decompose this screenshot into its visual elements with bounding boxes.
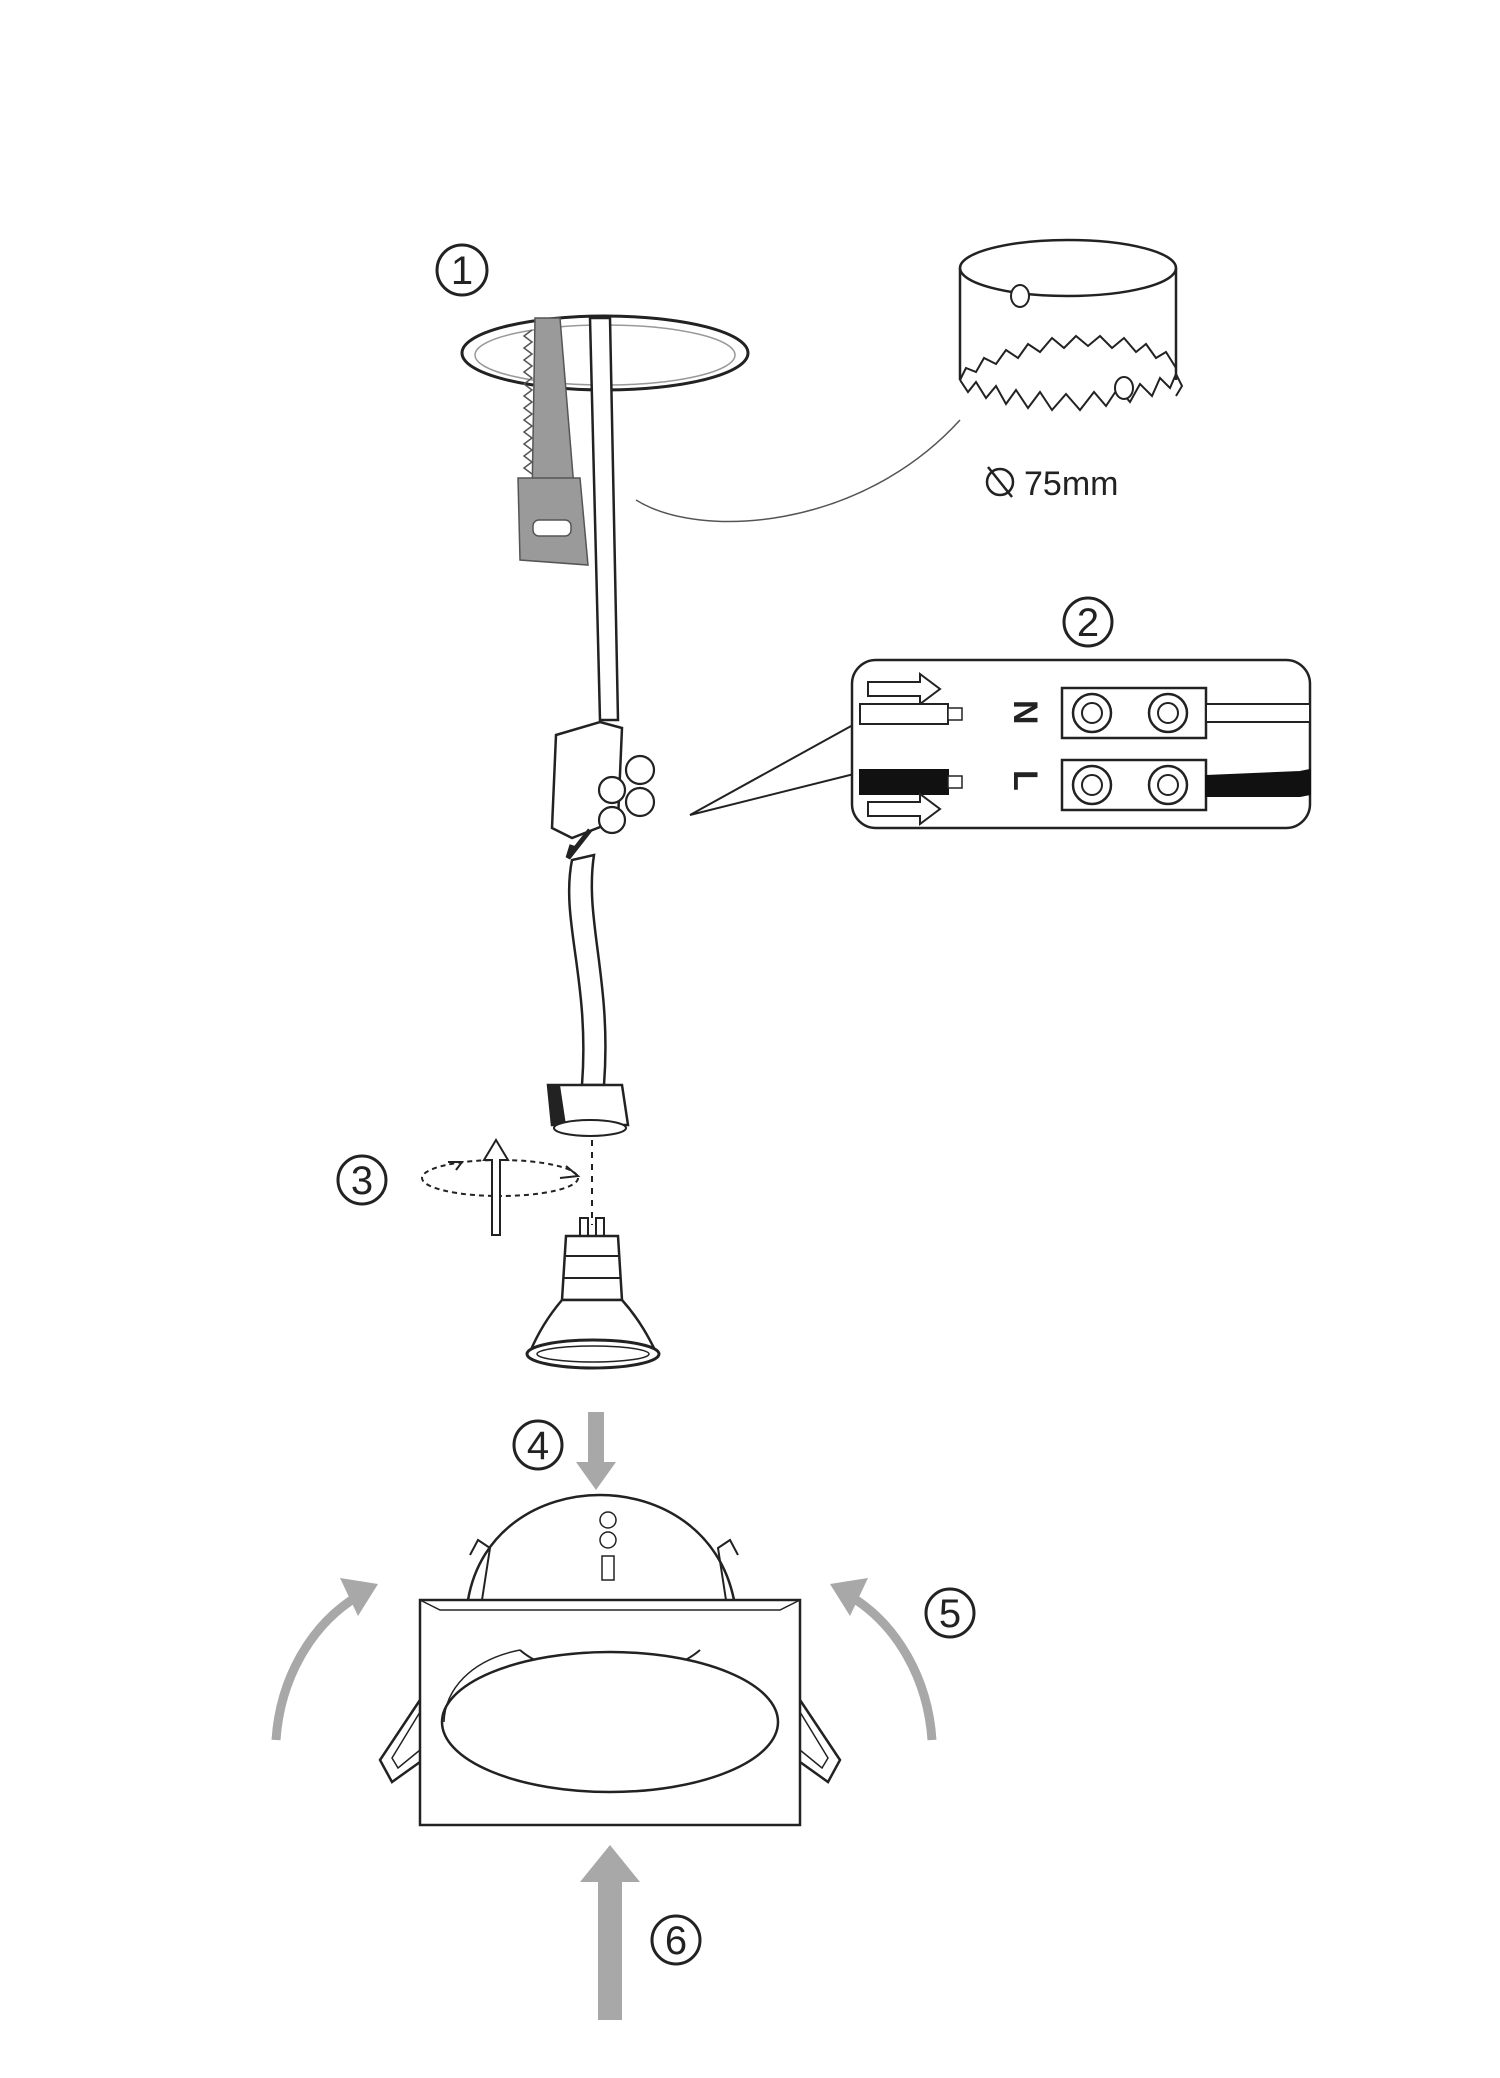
terminal-connector-icon (550, 720, 656, 860)
step-1-badge (435, 243, 489, 297)
step-6-push-up: 6 (580, 1845, 702, 2020)
gu10-bulb-icon (525, 1217, 661, 1370)
downlight-fitting (378, 1493, 842, 1827)
hole-diameter-value: 75mm (1024, 465, 1118, 503)
aperture (440, 1650, 780, 1794)
step-2-wiring: 2 N (550, 596, 1312, 860)
lamp-socket-icon (546, 1083, 630, 1137)
push-arrow-icon (867, 672, 942, 706)
hole-saw-icon (958, 238, 1184, 412)
live-label: L (1006, 770, 1044, 791)
callout-pointer (689, 719, 871, 816)
step-2-number: 2 (1077, 601, 1099, 645)
diameter-icon (985, 466, 1015, 498)
up-arrow-icon (580, 1845, 640, 2020)
curved-arrow-left-icon (271, 1578, 378, 1741)
hole-diameter-label: 75mm (985, 465, 1118, 503)
step-6-badge (650, 1914, 702, 1966)
step-6-number: 6 (665, 1919, 687, 1963)
step-5-fold-springs: 5 (271, 1578, 976, 1741)
down-arrow-icon (576, 1412, 616, 1490)
step-2-badge (1062, 596, 1114, 648)
step-3-number: 3 (351, 1159, 373, 1203)
housing-dome (466, 1493, 736, 1601)
step-4-number: 4 (527, 1424, 549, 1468)
step-5-number: 5 (939, 1592, 961, 1636)
curved-arrow-right-icon (830, 1578, 937, 1741)
step-3-badge (336, 1154, 388, 1206)
push-arrow-icon (867, 792, 942, 826)
step-3-fit-bulb: 3 (336, 1083, 661, 1370)
live-row: L (859, 758, 1311, 826)
step-1-cut-hole: 1 75 (435, 238, 1184, 722)
step-4-insert: 4 (512, 1412, 616, 1490)
saw-icon (517, 317, 589, 566)
left-spring-clip (378, 1699, 422, 1784)
step-4-badge (512, 1419, 564, 1471)
twist-arrow-icon (421, 1138, 581, 1236)
supply-cable (588, 316, 620, 722)
step-1-number: 1 (451, 249, 473, 293)
step-5-badge (924, 1587, 976, 1639)
leader-line (635, 419, 961, 523)
lamp-cable (567, 853, 607, 1087)
neutral-row: N (859, 672, 1311, 740)
neutral-label: N (1006, 700, 1044, 725)
right-spring-clip (798, 1699, 842, 1784)
